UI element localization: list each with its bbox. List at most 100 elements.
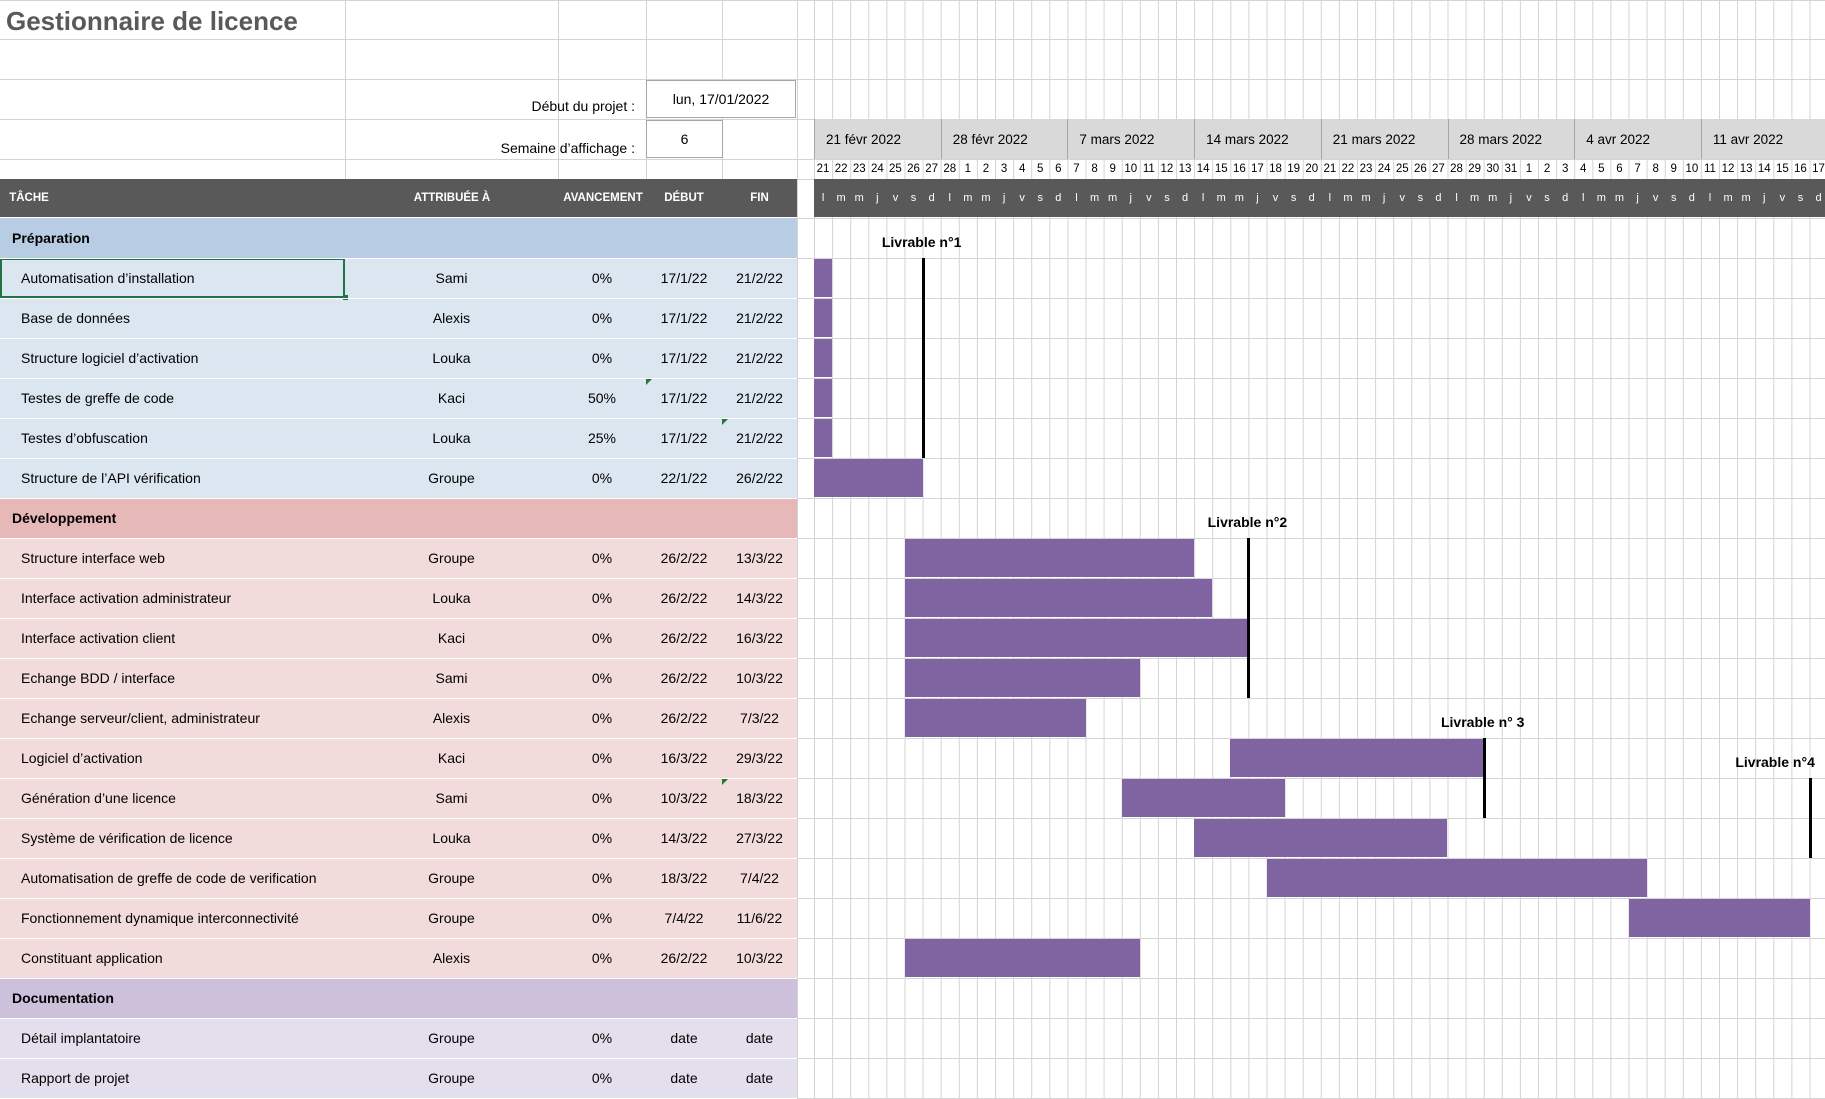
start-date-cell[interactable]: 14/3/22 [660,830,708,846]
end-date-cell[interactable]: 21/2/22 [736,310,783,326]
assigned-cell[interactable]: Louka [432,430,471,446]
start-date-cell[interactable]: 26/2/22 [660,950,708,966]
start-date-cell[interactable]: 17/1/22 [660,350,708,366]
gantt-bar[interactable] [904,699,1086,737]
assigned-cell[interactable]: Groupe [428,870,475,886]
progress-cell[interactable]: 0% [591,710,613,726]
gantt-bar[interactable] [1230,739,1484,777]
assigned-cell[interactable]: Groupe [428,1030,475,1046]
gantt-bar[interactable] [814,299,833,337]
start-date-cell[interactable]: 17/1/22 [660,390,708,406]
task-name-cell[interactable]: Détail implantatoire [21,1030,141,1046]
task-name-cell[interactable]: Automatisation d’installation [21,270,195,286]
start-date-cell[interactable]: 17/1/22 [660,270,708,286]
end-date-cell[interactable]: 21/2/22 [736,350,783,366]
start-date-cell[interactable]: 7/4/22 [664,910,704,926]
section-header[interactable]: Préparation [0,218,797,258]
gantt-bar[interactable] [1194,819,1448,857]
gantt-bar[interactable] [1628,899,1810,937]
task-name-cell[interactable]: Logiciel d’activation [21,750,143,766]
end-date-cell[interactable]: 10/3/22 [736,950,783,966]
progress-cell[interactable]: 0% [591,1070,613,1086]
progress-cell[interactable]: 0% [591,950,613,966]
assigned-cell[interactable]: Alexis [432,310,471,326]
progress-cell[interactable]: 0% [591,870,613,886]
end-date-cell[interactable]: 21/2/22 [736,430,783,446]
assigned-cell[interactable]: Sami [435,270,468,286]
assigned-cell[interactable]: Kaci [437,750,466,766]
task-name-cell[interactable]: Testes d’obfuscation [21,430,148,446]
assigned-cell[interactable]: Alexis [432,710,471,726]
progress-cell[interactable]: 0% [591,790,613,806]
assigned-cell[interactable]: Groupe [428,910,475,926]
start-date-cell[interactable]: 26/2/22 [660,630,708,646]
assigned-cell[interactable]: Louka [432,350,471,366]
task-name-cell[interactable]: Fonctionnement dynamique interconnectivi… [21,910,299,926]
gantt-bar[interactable] [904,659,1140,697]
end-date-cell[interactable]: 10/3/22 [736,670,783,686]
task-name-cell[interactable]: Système de vérification de licence [21,830,233,846]
start-date-cell[interactable]: 17/1/22 [660,430,708,446]
start-date-cell[interactable]: 10/3/22 [660,790,708,806]
progress-cell[interactable]: 0% [591,630,613,646]
progress-cell[interactable]: 0% [591,750,613,766]
assigned-cell[interactable]: Groupe [428,1070,475,1086]
task-name-cell[interactable]: Structure interface web [21,550,165,566]
progress-cell[interactable]: 0% [591,590,613,606]
end-date-cell[interactable]: 13/3/22 [736,550,783,566]
display-week-input[interactable]: 6 [646,120,723,158]
assigned-cell[interactable]: Louka [432,830,471,846]
task-name-cell[interactable]: Base de données [21,310,130,326]
assigned-cell[interactable]: Alexis [432,950,471,966]
start-date-cell[interactable]: 17/1/22 [660,310,708,326]
gantt-bar[interactable] [1266,859,1647,897]
task-name-cell[interactable]: Génération d’une licence [21,790,176,806]
fill-handle[interactable] [343,295,348,300]
end-date-cell[interactable]: 21/2/22 [736,270,783,286]
start-date-cell[interactable]: 16/3/22 [660,750,708,766]
assigned-cell[interactable]: Kaci [437,390,466,406]
end-date-cell[interactable]: date [745,1070,774,1086]
gantt-bar[interactable] [814,419,833,457]
start-date-cell[interactable]: 26/2/22 [660,550,708,566]
assigned-cell[interactable]: Louka [432,590,471,606]
task-name-cell[interactable]: Constituant application [21,950,163,966]
task-name-cell[interactable]: Rapport de projet [21,1070,130,1086]
end-date-cell[interactable]: 14/3/22 [736,590,783,606]
progress-cell[interactable]: 25% [587,430,617,446]
gantt-bar[interactable] [904,939,1140,977]
task-name-cell[interactable]: Structure logiciel d’activation [21,350,199,366]
gantt-bar[interactable] [1121,779,1285,817]
end-date-cell[interactable]: 18/3/22 [736,790,783,806]
start-date-cell[interactable]: 26/2/22 [660,590,708,606]
end-date-cell[interactable]: 21/2/22 [736,390,783,406]
task-name-cell[interactable]: Interface activation client [21,630,176,646]
end-date-cell[interactable]: 26/2/22 [736,470,783,486]
start-date-cell[interactable]: date [670,1030,698,1046]
project-start-input[interactable]: lun, 17/01/2022 [646,80,796,118]
start-date-cell[interactable]: 22/1/22 [660,470,708,486]
end-date-cell[interactable]: 27/3/22 [736,830,783,846]
start-date-cell[interactable]: 26/2/22 [660,710,708,726]
task-name-cell[interactable]: Echange serveur/client, administrateur [21,710,260,726]
progress-cell[interactable]: 50% [587,390,617,406]
end-date-cell[interactable]: 16/3/22 [736,630,783,646]
assigned-cell[interactable]: Groupe [428,470,475,486]
gantt-bar[interactable] [814,379,833,417]
start-date-cell[interactable]: 26/2/22 [660,670,708,686]
end-date-cell[interactable]: 29/3/22 [736,750,783,766]
gantt-bar[interactable] [814,339,833,377]
task-name-cell[interactable]: Interface activation administrateur [21,590,232,606]
end-date-cell[interactable]: 11/6/22 [736,910,783,926]
assigned-cell[interactable]: Sami [435,670,468,686]
progress-cell[interactable]: 0% [591,470,613,486]
task-name-cell[interactable]: Echange BDD / interface [21,670,176,686]
task-name-cell[interactable]: Structure de l’API vérification [21,470,201,486]
progress-cell[interactable]: 0% [591,1030,613,1046]
task-name-cell[interactable]: Testes de greffe de code [21,390,175,406]
progress-cell[interactable]: 0% [591,550,613,566]
assigned-cell[interactable]: Sami [435,790,468,806]
progress-cell[interactable]: 0% [591,310,613,326]
gantt-bar[interactable] [814,259,833,297]
task-name-cell[interactable]: Automatisation de greffe de code de veri… [21,870,317,886]
